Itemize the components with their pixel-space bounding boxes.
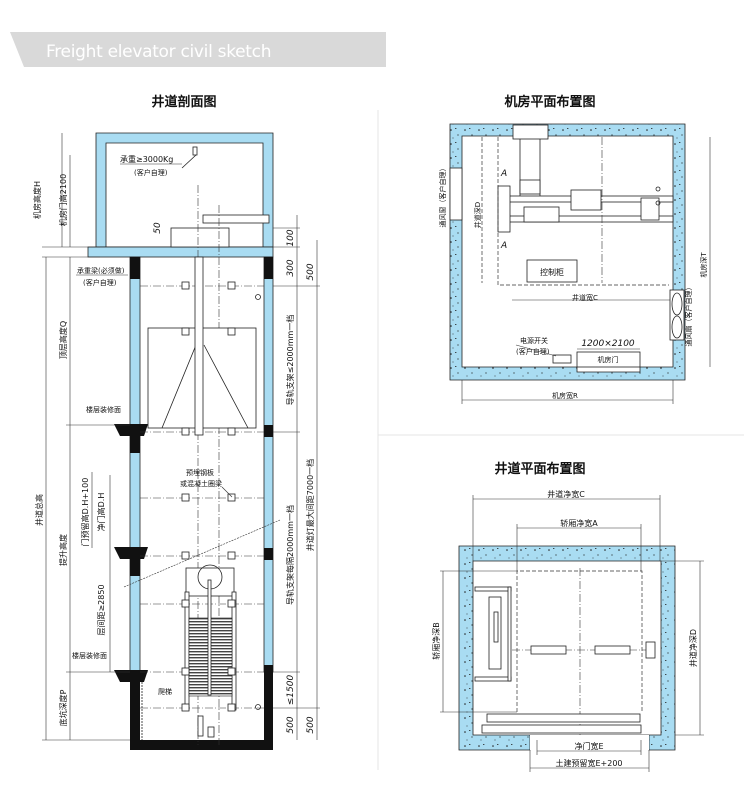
rail-bracket-every-label: 导轨支架每隔2000mm一档	[285, 505, 295, 605]
dim-500-a: 500	[286, 716, 296, 733]
vent-fan-label: 通风扇（客户自理）	[684, 284, 693, 347]
embed-plate-1: 预埋钢板	[186, 468, 214, 477]
beam-label: 承重梁(必须做)	[77, 266, 125, 275]
header-title: Freight elevator civil sketch	[46, 42, 271, 62]
shaft-section	[114, 185, 281, 750]
total-height-label: 井道总高	[34, 494, 44, 526]
machine-room-title: 机房平面布置图	[504, 94, 595, 110]
pit-depth-label: 底坑深度P	[58, 689, 68, 726]
door-size-label: 1200×2100	[581, 339, 635, 349]
header-banner: Freight elevator civil sketch	[10, 32, 386, 67]
power-switch-label: 电源开关	[520, 336, 548, 345]
section-mark-a2: A	[500, 241, 507, 251]
floor-finish-1: 楼层装修面	[86, 405, 121, 414]
clear-door-height-label: 净门高D.H	[96, 493, 106, 532]
top-floor-height-label: 顶层高度Q	[58, 321, 68, 359]
section-title: 井道剖面图	[151, 94, 216, 110]
floor-finish-2: 楼层装修面	[72, 651, 107, 660]
shaft-light-label: 井道灯最大间距7000一档	[305, 459, 315, 551]
dim-500-top: 500	[306, 263, 316, 280]
clear-door-width-label: 净门宽E	[574, 741, 603, 751]
machine-room-section: 承重≥3000Kg (客户自理) 50	[87, 132, 274, 258]
dim-1500: ≤1500	[286, 675, 296, 706]
shaft-clear-width-label: 井道净宽C	[547, 489, 585, 499]
dim-50: 50	[153, 222, 163, 234]
door-reserve-height-label: 门预留高D.H+100	[80, 478, 90, 547]
power-switch-note: (客户自理)	[516, 347, 550, 356]
room-door-height-label: 机房门高2100	[58, 174, 68, 226]
civil-reserve-width-label: 土建预留宽E+200	[555, 758, 622, 768]
travel-height-label: 提升高度	[58, 534, 68, 566]
beam-note: (客户自理)	[83, 278, 117, 287]
hoistway-plan: 井道平面布置图 井道净宽C 轿厢净宽A 轿厢净深B 井道净深D 净门宽E 土建	[431, 461, 704, 772]
car-clear-width-label: 轿厢净宽A	[560, 518, 598, 528]
vent-window	[449, 167, 463, 221]
shaft-clear-depth-label: 井道净深D	[688, 629, 698, 667]
section-mark-a1: A	[500, 169, 507, 179]
ladder-label: 爬梯	[158, 687, 172, 696]
dim-500-b: 500	[306, 716, 316, 733]
control-cabinet-label: 控制柜	[540, 267, 564, 277]
room-door-label: 机房门	[598, 355, 619, 364]
floor-spacing-label: 层间距≥2850	[97, 584, 106, 635]
embed-plate-2: 或混凝土圈梁	[180, 479, 222, 488]
shaft-width-label: 井道宽C	[572, 293, 598, 302]
machine-room-plan: 机房平面布置图 通风窗（客户自理） 通风扇（客户自理） 控制柜 A A 井道深D…	[438, 94, 711, 404]
shaft-depth-label: 井道深D	[473, 202, 482, 228]
shaft-light-icon	[255, 704, 261, 710]
load-note: (客户自理)	[134, 168, 168, 177]
shaft-light-icon	[255, 294, 261, 300]
load-label: 承重≥3000Kg	[120, 154, 173, 164]
dim-100: 100	[286, 229, 296, 246]
room-depth-label: 机房深T	[699, 252, 708, 278]
hoistway-plan-title: 井道平面布置图	[494, 461, 585, 477]
dim-300: 300	[286, 259, 296, 276]
vent-window-label: 通风窗（客户自理）	[438, 165, 447, 228]
shaft-section-drawing: 井道剖面图 承重≥3000Kg (客户自理) 50	[32, 94, 320, 750]
rail-bracket-top-label: 导轨支架≤2000mm一档	[285, 315, 295, 406]
control-cabinet	[526, 259, 578, 283]
room-height-label: 机房高度H	[32, 181, 42, 219]
car-clear-depth-label: 轿厢净深B	[431, 622, 441, 660]
room-width-label: 机房宽R	[552, 391, 578, 400]
